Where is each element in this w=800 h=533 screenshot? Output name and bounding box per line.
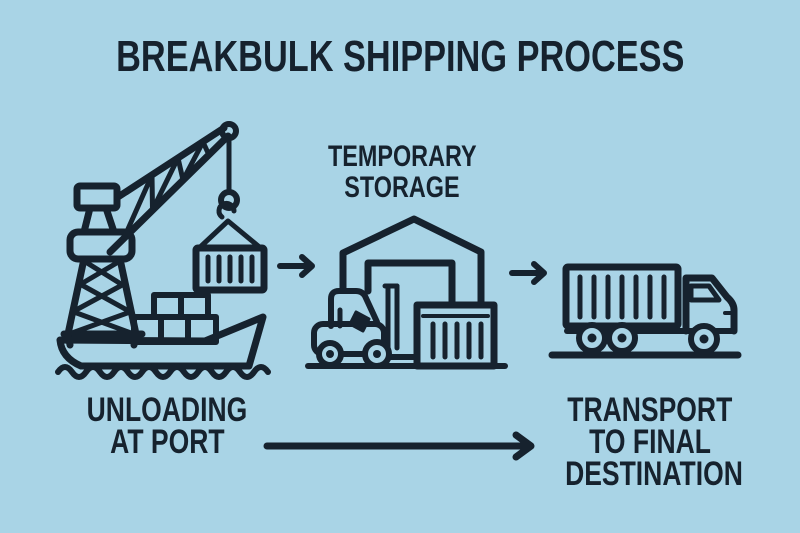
- page-title-text: BREAKBULK SHIPPING PROCESS: [115, 32, 685, 81]
- transport-label-line-3: DESTINATION: [565, 455, 743, 493]
- warehouse-forklift-icon: [305, 215, 508, 370]
- unloading-label-line-1: UNLOADING: [86, 391, 248, 429]
- label-transport-to-final-destination: TRANSPORT TO FINAL DESTINATION: [540, 391, 760, 493]
- label-unloading-at-port: UNLOADING AT PORT: [57, 391, 277, 461]
- arrow-right-icon: [277, 254, 315, 278]
- label-temporary-storage: TEMPORARY STORAGE: [292, 141, 512, 203]
- unloading-label-line-2: AT PORT: [109, 423, 225, 461]
- crane-ship-icon: [55, 121, 271, 380]
- storage-label-line-1: TEMPORARY: [327, 140, 477, 173]
- truck-icon: [548, 263, 742, 359]
- page-title: BREAKBULK SHIPPING PROCESS: [0, 34, 800, 80]
- arrow-right-icon: [509, 261, 547, 285]
- transport-label-line-1: TRANSPORT: [567, 391, 733, 429]
- long-flow-arrow-icon: [263, 431, 535, 461]
- transport-label-line-2: TO FINAL: [589, 423, 711, 461]
- storage-label-line-2: STORAGE: [344, 171, 460, 204]
